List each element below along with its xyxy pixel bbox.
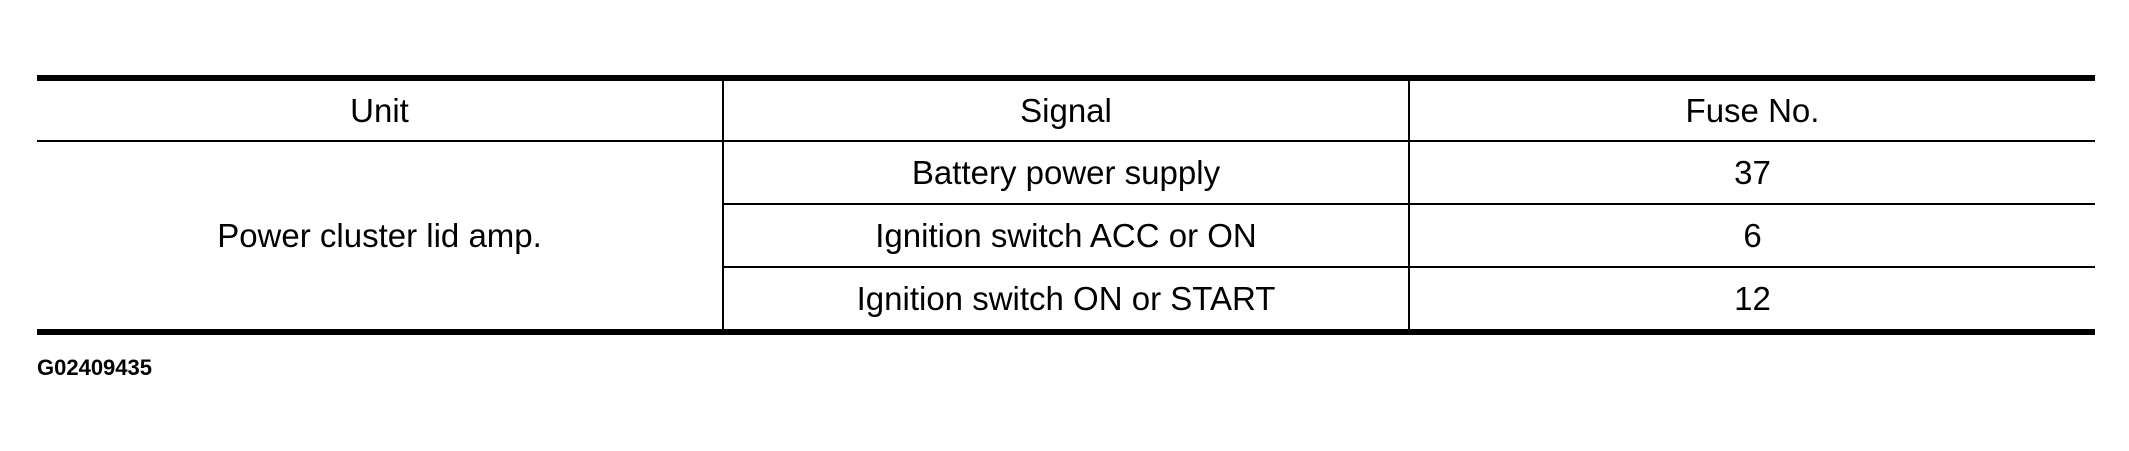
fuse-cell: 12	[1408, 267, 2095, 335]
signal-cell: Ignition switch ACC or ON	[723, 204, 1410, 268]
fuse-table: Unit Signal Fuse No. Power cluster lid a…	[37, 75, 2095, 335]
signal-cell: Battery power supply	[722, 141, 1410, 205]
header-unit: Unit	[37, 75, 724, 142]
header-signal: Signal	[722, 75, 1410, 142]
fuse-cell: 37	[1408, 141, 2095, 205]
header-fuse-no: Fuse No.	[1408, 75, 2095, 142]
figure-id: G02409435	[37, 355, 152, 380]
fuse-table-container: Unit Signal Fuse No. Power cluster lid a…	[37, 75, 2095, 335]
signal-cell: Ignition switch ON or START	[723, 267, 1410, 335]
fuse-cell: 6	[1408, 204, 2095, 268]
table-row: Power cluster lid amp. Battery power sup…	[37, 141, 2095, 335]
unit-cell: Power cluster lid amp.	[37, 141, 724, 335]
table-header-row: Unit Signal Fuse No.	[37, 75, 2095, 142]
table-row: Ignition switch ACC or ON 6	[37, 204, 2095, 268]
table-row: Ignition switch ON or START 12	[37, 267, 2095, 335]
